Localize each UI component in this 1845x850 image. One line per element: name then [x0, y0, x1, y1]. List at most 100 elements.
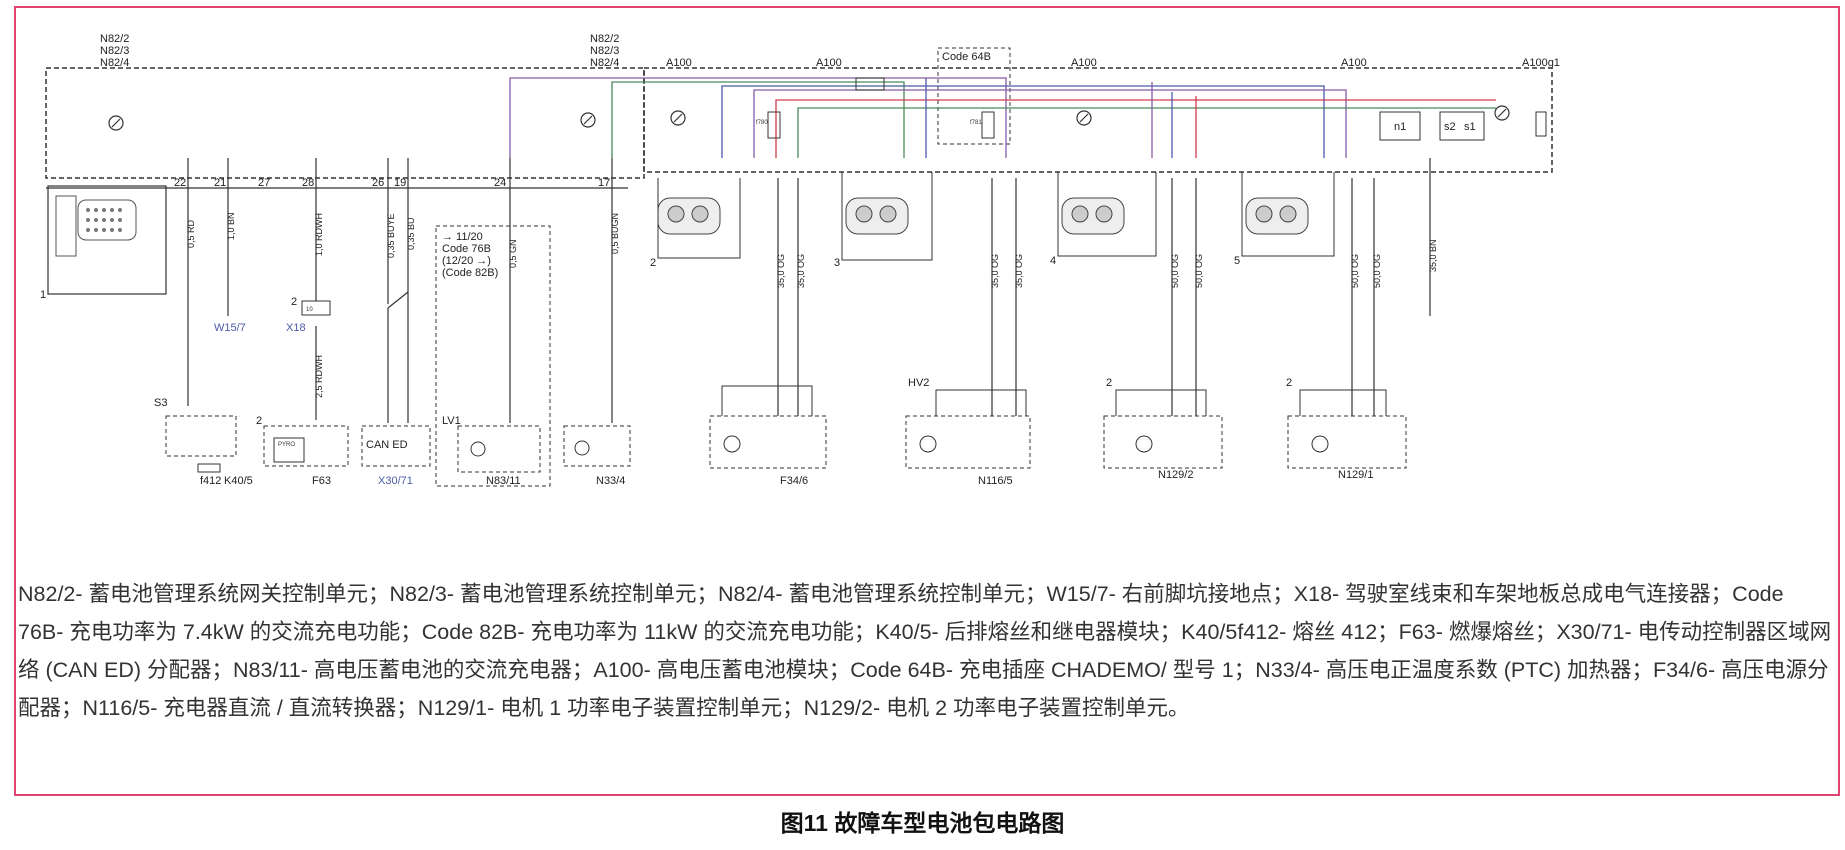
- component-n33-4: N33/4: [563, 425, 631, 487]
- svg-text:S3: S3: [154, 397, 167, 409]
- stack-left-1: N82/2: [100, 33, 129, 45]
- ground-w15-7: W15/7: [214, 322, 246, 334]
- component-n83-11: LV1 N83/11: [442, 415, 541, 487]
- pyro-label: PYRO: [278, 442, 295, 448]
- stack-mid-3: N82/4: [590, 57, 619, 69]
- circuit-diagram: N82/2 N82/3 N82/4 N82/2 N82/3 N82/4 A100…: [40, 33, 1560, 487]
- battery-cell: [1535, 111, 1547, 137]
- pin-28: 28: [302, 177, 314, 189]
- pin-21: 21: [214, 177, 226, 189]
- legend-text: N82/2- 蓄电池管理系统网关控制单元；N82/3- 蓄电池管理系统控制单元；…: [18, 575, 1833, 727]
- label-stack-mid: N82/2 N82/3 N82/4: [590, 33, 619, 69]
- code64b-outline: [937, 47, 1011, 145]
- connector-left: [47, 185, 167, 295]
- code64b-label: Code 64B: [942, 51, 991, 63]
- wire-label-13: 50,0 OG: [1350, 254, 1360, 288]
- wire-label-0: 0,5 RD: [186, 219, 196, 248]
- n1-label: n1: [1394, 121, 1406, 133]
- component-k40-5: S3 f412 K40/5: [154, 397, 253, 487]
- wire-label-15: 35,0 BN: [1428, 239, 1438, 272]
- a100-label-1: A100: [666, 57, 692, 69]
- figure-frame: [14, 6, 1840, 796]
- n83-11-label: N83/11: [486, 475, 521, 487]
- code76b-1: → 11/20: [442, 231, 483, 243]
- stack-mid-1: N82/2: [590, 33, 619, 45]
- a100g1-label: A100g1: [1522, 57, 1560, 69]
- component-n129-2: 2 N129/2: [1103, 377, 1223, 481]
- svg-text:3: 3: [834, 257, 840, 269]
- fuse-f412: f412: [200, 475, 221, 487]
- hv-wires: [777, 158, 1431, 416]
- k40-5-label: K40/5: [224, 475, 253, 487]
- x18-connector-box: [301, 300, 331, 316]
- control-unit-symbol-top: [108, 105, 1510, 131]
- wire-label-2: 1,0 RDWH: [314, 213, 324, 256]
- charge-connector-3: 3: [834, 172, 933, 269]
- code76b-4: (Code 82B): [442, 267, 498, 279]
- battery-mgmt-module-outline: [45, 67, 645, 179]
- wire-label-5: 0,5 GN: [508, 239, 518, 268]
- code76b-2: Code 76B: [442, 243, 491, 255]
- can-ed-label: CAN ED: [366, 439, 408, 451]
- wire-label-1: 1,0 BN: [226, 212, 236, 240]
- wire-label-3: 0,35 BUYE: [386, 213, 396, 258]
- n1-box: [1379, 111, 1421, 141]
- pin-24: 24: [494, 177, 506, 189]
- f780-label: f780: [756, 120, 768, 126]
- f63-label: F63: [312, 475, 331, 487]
- component-n116-5: HV2 N116/5: [905, 377, 1031, 487]
- code76b-3: (12/20 →): [442, 255, 491, 267]
- fuse-f780: [767, 111, 781, 139]
- wire-label-12: 50,0 OG: [1194, 254, 1204, 288]
- hv2-label: HV2: [908, 377, 929, 389]
- wire-label-8: 35,0 OG: [796, 254, 806, 288]
- legend-body: N82/2- 蓄电池管理系统网关控制单元；N82/3- 蓄电池管理系统控制单元；…: [18, 582, 1832, 720]
- pin-22: 22: [174, 177, 186, 189]
- pin-26: 26: [372, 177, 384, 189]
- connector-number: 1: [40, 289, 46, 301]
- x18-num: 2: [291, 296, 297, 308]
- wire-label-4: 0,35 BU: [406, 217, 416, 250]
- a100-label-3: A100: [1071, 57, 1097, 69]
- stack-mid-2: N82/3: [590, 45, 619, 57]
- component-f34-6: F34/6: [709, 385, 827, 487]
- sensor-box: [855, 77, 885, 91]
- svg-text:4: 4: [1050, 255, 1056, 267]
- a100-module-outline: [643, 67, 1553, 173]
- n129-1-label: N129/1: [1338, 469, 1373, 481]
- figure-caption: 图11 故障车型电池包电路图: [780, 810, 1065, 836]
- wire-label-11: 50,0 OG: [1170, 254, 1180, 288]
- charge-connector-2: 2: [650, 178, 741, 269]
- stack-left-3: N82/4: [100, 57, 129, 69]
- a100-label-2: A100: [816, 57, 842, 69]
- wire-label-9: 35,0 OG: [990, 254, 1000, 288]
- n116-5-label: N116/5: [978, 475, 1013, 487]
- wires-left: [187, 158, 613, 423]
- f781-label: f781: [970, 120, 982, 126]
- a100-label-4: A100: [1341, 57, 1367, 69]
- svg-text:2: 2: [1286, 377, 1292, 389]
- wire-label-16: 2,5 RDWH: [314, 355, 324, 398]
- component-f63: PYRO F63 2: [256, 415, 349, 487]
- label-stack-left: N82/2 N82/3 N82/4: [100, 33, 129, 69]
- wire-label-7: 35,0 OG: [776, 254, 786, 288]
- f34-6-label: F34/6: [780, 475, 808, 487]
- component-n129-1: 2 N129/1: [1286, 377, 1407, 481]
- stack-left-2: N82/3: [100, 45, 129, 57]
- svg-text:5: 5: [1234, 255, 1240, 267]
- a100-wiring: [509, 77, 1496, 158]
- wire-label-14: 50,0 OG: [1372, 254, 1382, 288]
- pin-17: 17: [598, 177, 610, 189]
- s1-s2-box: [1439, 111, 1485, 141]
- wire-label-10: 35,0 OG: [1014, 254, 1024, 288]
- fuse-f781: [981, 111, 995, 139]
- svg-text:2: 2: [1106, 377, 1112, 389]
- component-x30-71: CAN ED X30/71: [361, 425, 431, 487]
- x30-71-label: X30/71: [378, 475, 413, 487]
- charge-connector-4: 4: [1050, 172, 1157, 267]
- s2-label: s2: [1444, 121, 1456, 133]
- switch-line: [387, 291, 409, 309]
- n33-4-label: N33/4: [596, 475, 625, 487]
- svg-text:2: 2: [650, 257, 656, 269]
- s1-label: s1: [1464, 121, 1476, 133]
